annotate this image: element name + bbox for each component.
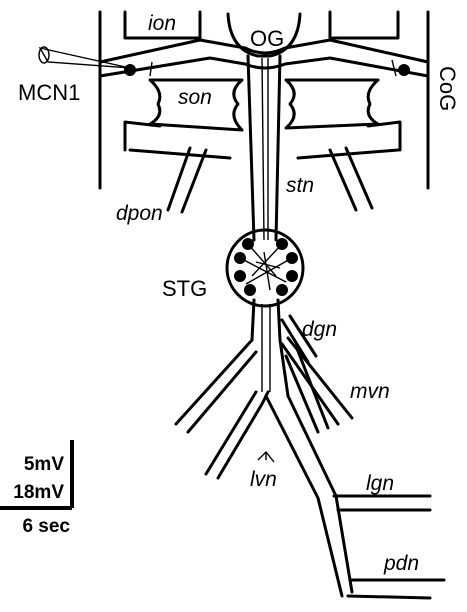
- label-pdn: pdn: [383, 552, 419, 575]
- scale-label-18mv: 18mV: [13, 482, 64, 503]
- label-dpon: dpon: [116, 202, 163, 225]
- label-cog: CoG: [435, 66, 460, 111]
- label-stg: STG: [162, 276, 207, 301]
- scale-bar: 5mV 18mV 6 sec: [0, 440, 72, 537]
- label-ion: ion: [148, 12, 176, 35]
- scale-label-5mv: 5mV: [24, 454, 64, 475]
- son-nerve-right: [286, 80, 378, 128]
- stn-nerve: [248, 56, 280, 240]
- label-mcn1: MCN1: [18, 80, 80, 105]
- mcn1-electrode: [39, 47, 152, 76]
- stg-lower-stem: [252, 300, 280, 392]
- stg-ganglion: [227, 230, 303, 306]
- right-cog-neuron: [392, 60, 410, 76]
- label-son: son: [178, 86, 212, 109]
- label-mvn: mvn: [350, 380, 390, 403]
- scale-label-time: 6 sec: [22, 516, 70, 537]
- label-lvn: lvn: [250, 468, 277, 491]
- lgn-nerve: [334, 496, 430, 510]
- dpon-nerve: [168, 148, 206, 212]
- mvn-nerve: [282, 338, 352, 432]
- pdn-nerve: [348, 580, 444, 598]
- label-lgn: lgn: [366, 472, 394, 495]
- label-dgn: dgn: [302, 318, 337, 341]
- right-branch-nerve: [330, 148, 372, 210]
- label-stn: stn: [286, 174, 314, 197]
- label-og: OG: [250, 26, 284, 51]
